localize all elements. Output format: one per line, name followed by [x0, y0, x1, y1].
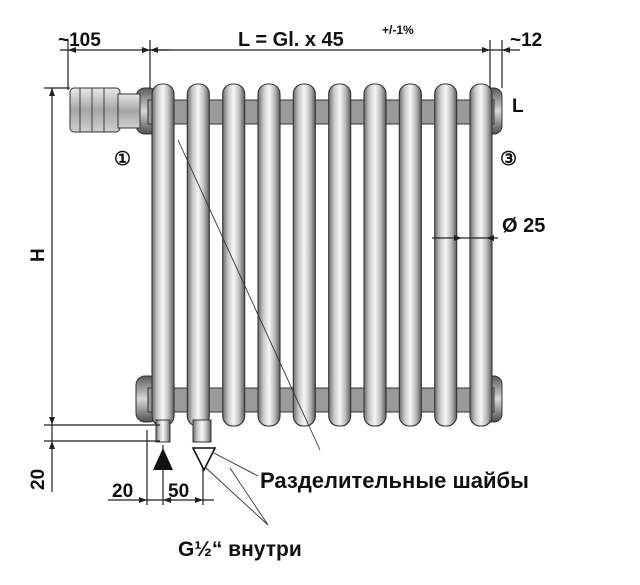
top-dimensions: ~105 L = Gl. x 45 +/-1% ~12 — [58, 23, 542, 90]
right-offset-label: ~12 — [510, 30, 542, 51]
length-tolerance-label: +/-1% — [382, 23, 414, 37]
radiator-body — [135, 83, 503, 427]
radiator-column — [328, 83, 352, 427]
right-connection-marker: ③ — [500, 149, 517, 170]
connection-pipes — [155, 419, 212, 443]
valve-body — [117, 93, 141, 129]
supply-arrow-icon — [153, 448, 173, 470]
left-connection-marker: ① — [114, 149, 131, 170]
return-pipe — [192, 419, 212, 443]
radiator-column — [398, 83, 422, 427]
thread-label: G½“ внутри — [178, 538, 302, 561]
tube-diameter-label: Ø 25 — [502, 215, 545, 237]
radiator-column — [363, 83, 387, 427]
radiator-columns — [151, 83, 493, 427]
length-formula-label: L = Gl. x 45 — [238, 29, 344, 51]
radiator-column — [257, 83, 281, 427]
leader-lines — [177, 139, 321, 526]
valve-head — [69, 87, 121, 133]
return-arrow-icon — [191, 447, 217, 472]
height-label: H — [28, 248, 49, 262]
radiator-column — [186, 83, 210, 427]
separator-washers-label: Разделительные шайбы — [260, 468, 529, 493]
height-dimension: H — [28, 87, 70, 425]
radiator-column — [292, 83, 316, 427]
valve-offset-label: 20 — [112, 481, 133, 502]
radiator-column — [434, 83, 458, 427]
thermostat-valve — [69, 87, 141, 133]
bottom-offset-label: 20 — [28, 469, 49, 490]
left-offset-label: ~105 — [58, 30, 101, 51]
radiator-column — [469, 83, 493, 427]
valve-spacing-label: 50 — [168, 481, 189, 502]
bottom-offset-dimension: 20 — [28, 424, 160, 492]
radiator-column — [151, 83, 175, 427]
right-side-letter: L — [512, 96, 524, 117]
supply-pipe — [155, 419, 171, 443]
radiator-column — [222, 83, 246, 427]
diameter-callout: Ø 25 — [432, 215, 545, 241]
